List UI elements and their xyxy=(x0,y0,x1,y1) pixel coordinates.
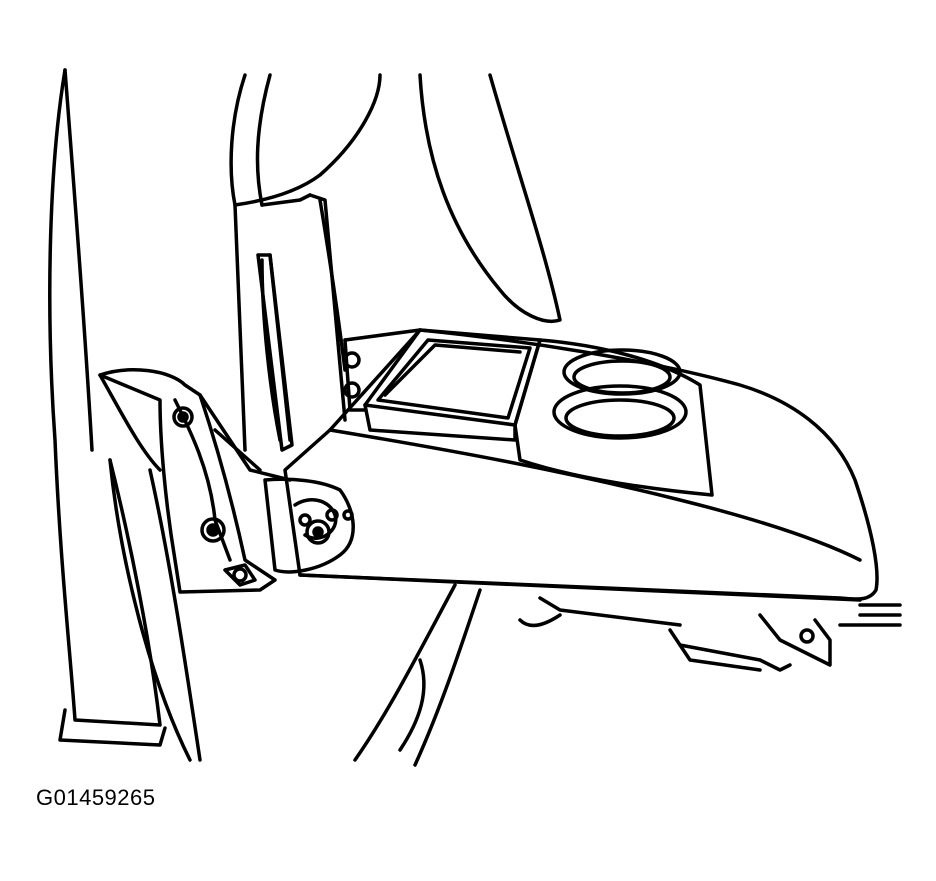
cup-holder-panel xyxy=(513,338,714,497)
left-trim-panel xyxy=(48,68,202,762)
seat-back xyxy=(229,73,562,452)
figure-id: G01459265 xyxy=(36,785,156,810)
floor-rail xyxy=(353,583,902,767)
hinge-bracket xyxy=(98,368,292,594)
hinge-plate xyxy=(263,477,355,574)
armrest-body xyxy=(283,328,879,602)
